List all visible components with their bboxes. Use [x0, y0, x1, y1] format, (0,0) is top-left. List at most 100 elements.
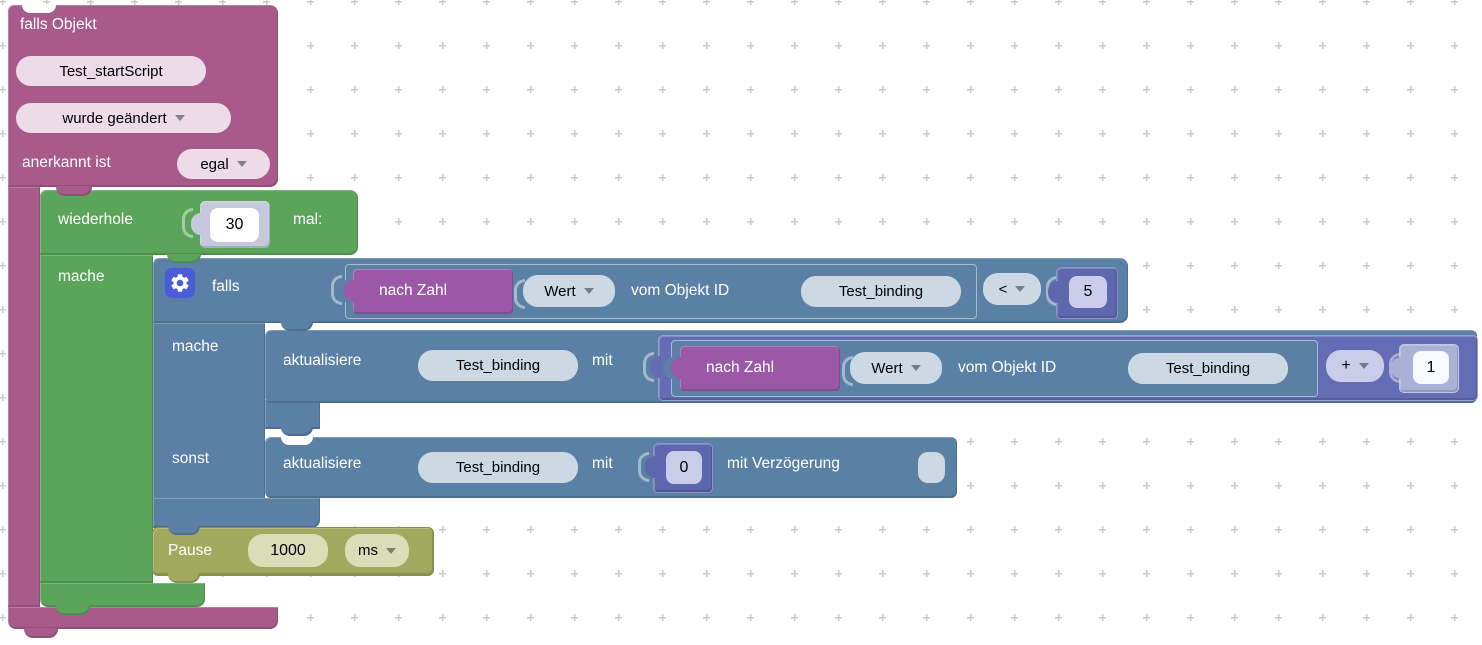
- grid-cross: [1451, 438, 1458, 445]
- grid-cross: [1319, 86, 1326, 93]
- gear-icon[interactable]: [165, 268, 195, 298]
- grid-cross: [923, 218, 930, 225]
- number-block[interactable]: 0: [645, 443, 713, 493]
- number-block[interactable]: 5: [1048, 267, 1118, 319]
- update-item-block-else[interactable]: aktualisiere Test_binding mit 0 mit Verz…: [265, 436, 957, 498]
- grid-cross: [1451, 86, 1458, 93]
- grid-cross: [835, 218, 842, 225]
- update-item-field[interactable]: Test_binding: [418, 452, 578, 483]
- repeat-count-shadow-block[interactable]: 30: [191, 201, 270, 248]
- grid-cross: [351, 0, 358, 5]
- grid-cross: [1187, 130, 1194, 137]
- grid-cross: [659, 218, 666, 225]
- trigger-item-field[interactable]: Test_startScript: [16, 56, 206, 86]
- grid-cross: [571, 0, 578, 5]
- grid-cross: [527, 86, 534, 93]
- grid-cross: [0, 526, 6, 533]
- repeat-count-field[interactable]: 30: [210, 208, 259, 242]
- grid-cross: [1143, 130, 1150, 137]
- grid-cross: [1407, 526, 1414, 533]
- grid-cross: [1275, 218, 1282, 225]
- grid-cross: [1407, 174, 1414, 181]
- grid-cross: [879, 42, 886, 49]
- trigger-event-dropdown[interactable]: wurde geändert: [16, 103, 231, 133]
- number-field[interactable]: 0: [666, 451, 702, 484]
- item-text: Test_binding: [1165, 360, 1251, 377]
- grid-cross: [1143, 174, 1150, 181]
- if-block-ledge[interactable]: [265, 400, 320, 429]
- value-socket: [1389, 353, 1400, 383]
- pause-block[interactable]: Pause 1000 ms: [152, 527, 434, 576]
- grid-cross: [1055, 130, 1062, 137]
- cast-number-block[interactable]: nach Zahl: [344, 269, 513, 314]
- grid-cross: [1275, 438, 1282, 445]
- grid-cross: [967, 570, 974, 577]
- grid-cross: [1011, 614, 1018, 621]
- trigger-block[interactable]: falls Objekt Test_startScript wurde geän…: [8, 4, 278, 187]
- grid-cross: [571, 526, 578, 533]
- grid-cross: [307, 130, 314, 137]
- arithmetic-operator-dropdown[interactable]: +: [1326, 350, 1384, 382]
- grid-cross: [879, 614, 886, 621]
- if-block-bottom[interactable]: [153, 498, 320, 528]
- grid-cross: [571, 614, 578, 621]
- dropdown-arrow-icon: [1358, 363, 1369, 369]
- cast-number-block[interactable]: nach Zahl: [671, 346, 840, 391]
- item-field[interactable]: Test_binding: [801, 276, 961, 307]
- repeat-block-spine[interactable]: mache: [40, 255, 153, 583]
- grid-cross: [1099, 42, 1106, 49]
- grid-cross: [703, 130, 710, 137]
- grid-cross: [835, 130, 842, 137]
- grid-cross: [439, 130, 446, 137]
- trigger-ack-dropdown[interactable]: egal: [177, 149, 270, 179]
- grid-cross: [659, 42, 666, 49]
- grid-cross: [527, 570, 534, 577]
- grid-cross: [1099, 130, 1106, 137]
- grid-cross: [571, 86, 578, 93]
- grid-cross: [791, 0, 798, 5]
- comparison-operator-dropdown[interactable]: <: [983, 273, 1041, 305]
- grid-cross: [835, 570, 842, 577]
- dropdown-arrow-icon: [174, 115, 185, 121]
- grid-cross: [483, 174, 490, 181]
- if-block-header[interactable]: falls nach Zahl Wert vom Objekt ID Test_…: [153, 258, 1128, 323]
- number-shadow-block[interactable]: 1: [1391, 344, 1459, 393]
- grid-cross: [923, 0, 930, 5]
- grid-cross: [615, 218, 622, 225]
- grid-cross: [791, 526, 798, 533]
- pause-duration-field[interactable]: 1000: [248, 534, 328, 567]
- grid-cross: [1055, 614, 1062, 621]
- attribute-dropdown[interactable]: Wert: [850, 352, 942, 384]
- trigger-block-spine[interactable]: [8, 187, 40, 607]
- get-value-block[interactable]: nach Zahl Wert vom Objekt ID Test_bindin…: [663, 340, 1318, 397]
- grid-cross: [1231, 130, 1238, 137]
- repeat-block[interactable]: wiederhole 30 mal:: [40, 190, 358, 255]
- arithmetic-block[interactable]: nach Zahl Wert vom Objekt ID Test_bindin…: [650, 335, 1478, 401]
- grid-cross: [0, 174, 6, 181]
- grid-cross: [747, 0, 754, 5]
- grid-cross: [1099, 526, 1106, 533]
- repeat-block-bottom[interactable]: [40, 583, 205, 607]
- delay-field[interactable]: [918, 452, 945, 483]
- number-field[interactable]: 1: [1413, 351, 1449, 384]
- grid-cross: [0, 482, 6, 489]
- statement-connector-bump: [167, 254, 201, 263]
- grid-cross: [747, 174, 754, 181]
- trigger-block-bottom[interactable]: [8, 607, 278, 629]
- number-field[interactable]: 5: [1069, 276, 1107, 308]
- grid-cross: [1099, 86, 1106, 93]
- dropdown-arrow-icon: [1015, 286, 1026, 292]
- grid-cross: [527, 614, 534, 621]
- grid-cross: [1451, 218, 1458, 225]
- pause-unit-dropdown[interactable]: ms: [345, 534, 409, 567]
- get-value-block[interactable]: nach Zahl Wert vom Objekt ID Test_bindin…: [337, 264, 977, 319]
- update-item-block-then[interactable]: aktualisiere Test_binding mit nach Zahl …: [265, 330, 1478, 403]
- grid-cross: [483, 42, 490, 49]
- if-block-spine[interactable]: mache sonst: [153, 323, 265, 528]
- item-field[interactable]: Test_binding: [1128, 353, 1288, 384]
- grid-cross: [1011, 570, 1018, 577]
- update-item-field[interactable]: Test_binding: [418, 350, 578, 381]
- update-with-label: mit: [592, 352, 613, 369]
- attribute-dropdown[interactable]: Wert: [523, 275, 615, 307]
